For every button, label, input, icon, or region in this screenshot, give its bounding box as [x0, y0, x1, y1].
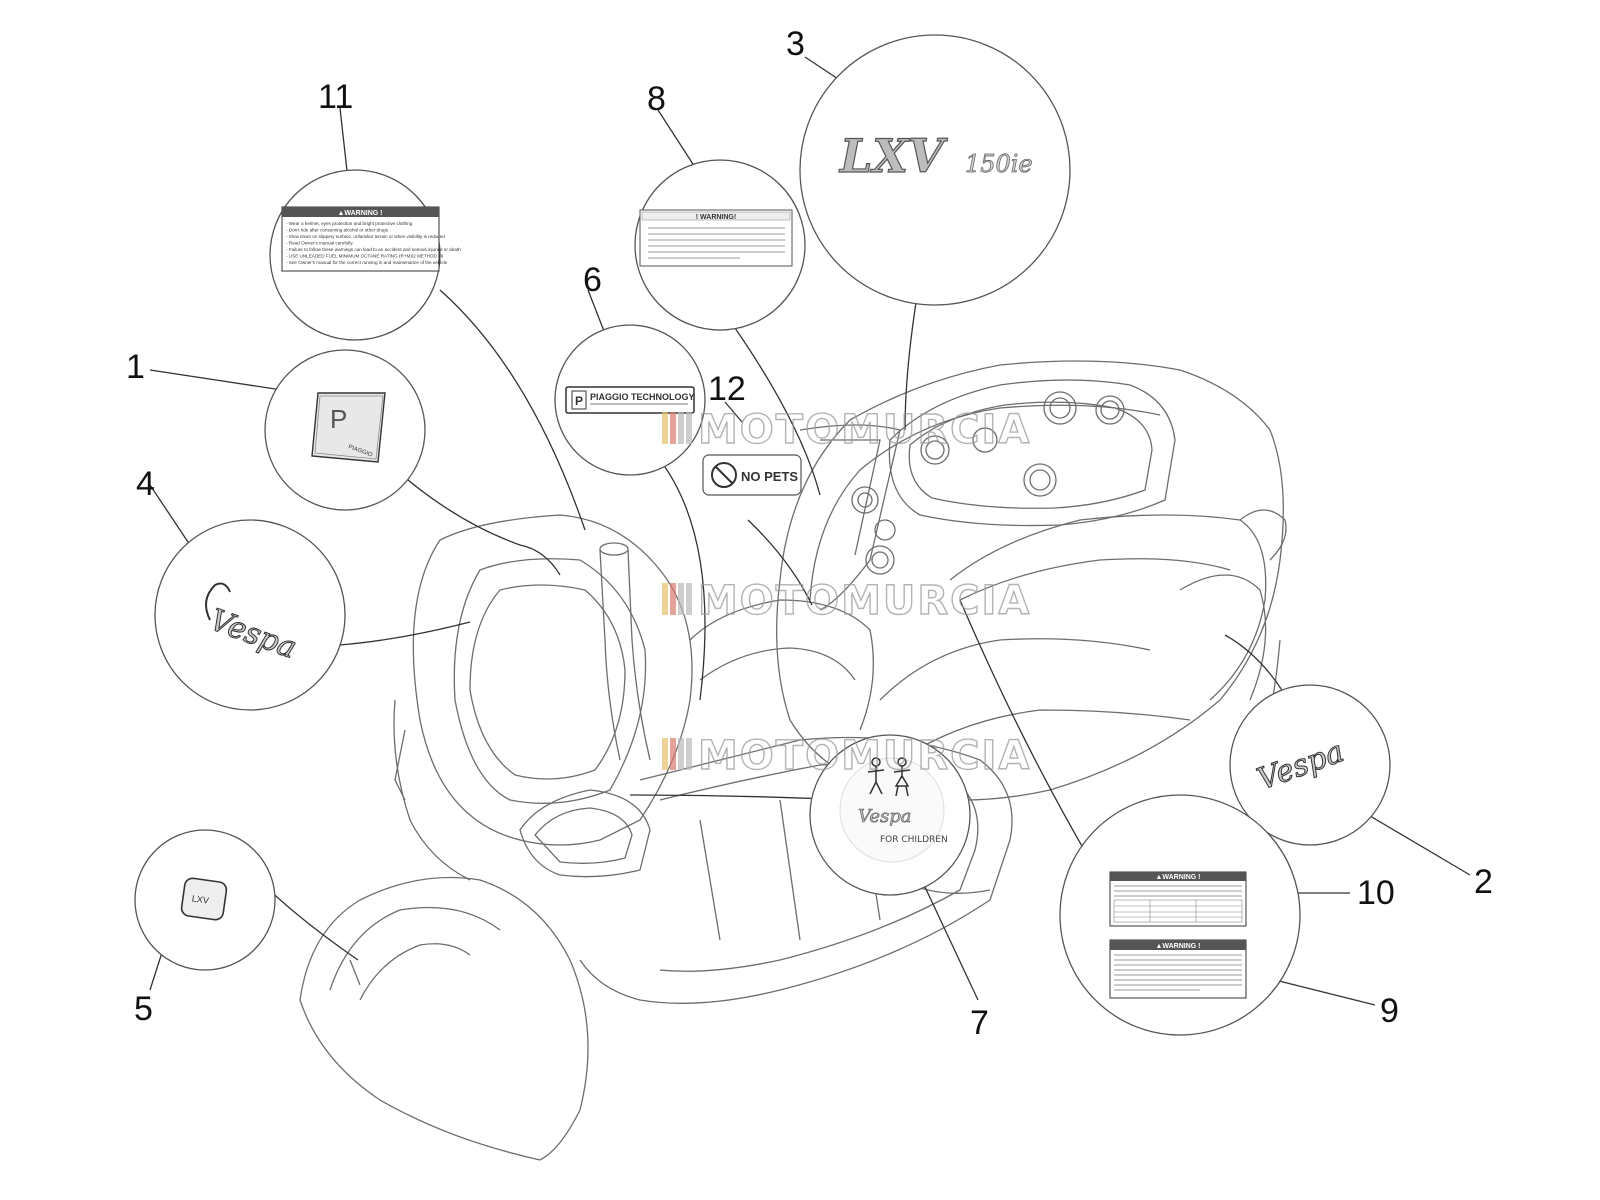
- watermark-1: MOTOMURCIA: [662, 406, 1031, 454]
- svg-text:MOTOMURCIA: MOTOMURCIA: [698, 407, 1031, 453]
- badge-lxv-text: LXV: [191, 893, 209, 905]
- warning-11-line: - Failure to follow these warnings can l…: [286, 247, 461, 252]
- callout-8: 8: [647, 80, 666, 118]
- callout-4: 4: [136, 465, 155, 503]
- svg-text:MOTOMURCIA: MOTOMURCIA: [698, 733, 1031, 779]
- warning-11-line: - USE UNLEADED FUEL MINIMUM OCTANE RATIN…: [286, 254, 444, 259]
- warning-11-line: - Slow down on slippery surface, unfamil…: [286, 234, 445, 239]
- vespa-for-children-logo: Vespa FOR CHILDREN: [839, 757, 948, 863]
- callout-3: 3: [786, 25, 805, 63]
- svg-text:P: P: [575, 394, 583, 408]
- warning-11-line: - Don't ride after consuming alcohol or …: [286, 228, 389, 233]
- callout-11: 11: [318, 78, 353, 116]
- lxv-sub-text: 150ie: [965, 150, 1033, 178]
- warning-label-11: ▲WARNING ! - Wear a helmet, eyes protect…: [281, 206, 461, 272]
- warning-text-11: - Wear a helmet, eyes protection and bri…: [286, 221, 461, 265]
- p-letter: P: [330, 404, 347, 434]
- callout-12: 12: [708, 370, 746, 408]
- lxv-small-badge: LXV: [180, 877, 228, 921]
- callout-10: 10: [1357, 874, 1395, 912]
- no-pets-label: NO PETS: [702, 454, 802, 496]
- callout-1: 1: [126, 348, 145, 386]
- detail-circle-3: [799, 34, 1071, 306]
- watermarks: MOTOMURCIA MOTOMURCIA MOTOMURCIA: [662, 406, 1031, 780]
- callout-9: 9: [1380, 992, 1399, 1030]
- callout-2: 2: [1474, 863, 1493, 901]
- piaggio-technology-label: P PIAGGIO TECHNOLOGY: [565, 386, 695, 414]
- warning-11-line: - Read Owner's manual carefully.: [286, 241, 353, 246]
- warning-label-10: ▲WARNING !: [1109, 871, 1247, 927]
- callout-6: 6: [583, 261, 602, 299]
- vespa-script-7: Vespa: [858, 806, 912, 827]
- lxv-model-text: LXV: [838, 129, 948, 183]
- lxv-150ie-badge: LXV 150ie: [837, 128, 1033, 183]
- callout-7: 7: [970, 1004, 989, 1042]
- for-children-text: FOR CHILDREN: [880, 835, 948, 845]
- warning-label-9: ▲WARNING !: [1109, 939, 1247, 999]
- watermark-3: MOTOMURCIA: [662, 732, 1031, 780]
- piaggio-technology-text: PIAGGIO TECHNOLOGY: [590, 392, 695, 402]
- warning-title-11: ▲WARNING !: [337, 210, 382, 217]
- detail-circle-4: [154, 519, 346, 711]
- warning-title-8: ! WARNING!: [696, 214, 736, 221]
- warning-11-line: - Wear a helmet, eyes protection and bri…: [286, 221, 413, 226]
- piaggio-p-badge: P PIAGGIO: [311, 392, 386, 463]
- warning-11-line: - See Owner's manual for the correct run…: [286, 260, 448, 265]
- warning-title-9: ▲WARNING !: [1155, 943, 1200, 950]
- detail-circle-2: [1229, 684, 1391, 846]
- callout-5: 5: [134, 990, 153, 1028]
- watermark-2: MOTOMURCIA: [662, 577, 1031, 625]
- warning-label-8: ! WARNING!: [639, 209, 793, 267]
- warning-title-10: ▲WARNING !: [1155, 874, 1200, 881]
- callout-numbers: 1 2 3 4 5 6 7 8 9 10 11 12: [126, 25, 1493, 1042]
- no-pets-text: NO PETS: [741, 469, 798, 484]
- svg-text:MOTOMURCIA: MOTOMURCIA: [698, 578, 1031, 624]
